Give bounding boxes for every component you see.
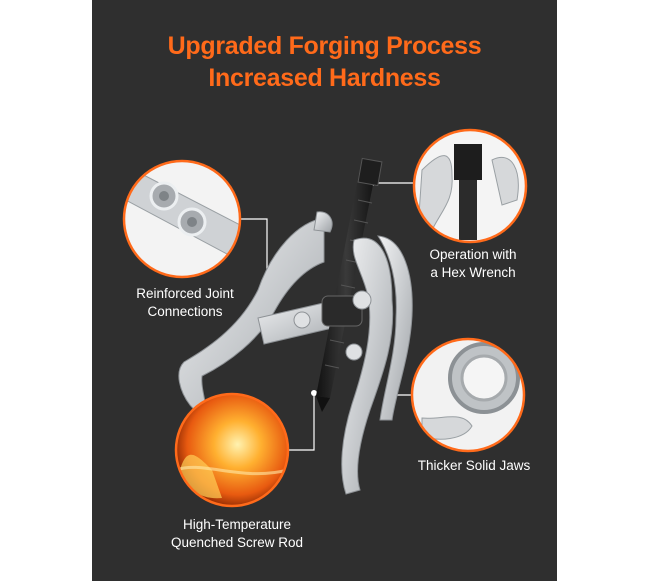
right-arm-back bbox=[377, 235, 413, 421]
hex-head bbox=[357, 157, 383, 187]
inset-hex-wrench bbox=[412, 128, 528, 244]
product-panel: Upgraded Forging Process Increased Hardn… bbox=[92, 0, 557, 581]
left-arm bbox=[178, 217, 325, 419]
callout-hex-wrench-line2: a Hex Wrench bbox=[430, 265, 516, 280]
headline-line-1: Upgraded Forging Process bbox=[167, 32, 482, 60]
callout-reinforced-joint: Reinforced Joint Connections bbox=[120, 285, 250, 321]
callout-screw-rod: High-Temperature Quenched Screw Rod bbox=[162, 516, 312, 552]
callout-solid-jaws-line1: Thicker Solid Jaws bbox=[417, 458, 531, 473]
gear-puller-illustration bbox=[122, 128, 528, 508]
right-arm-front bbox=[341, 237, 394, 495]
inset-solid-jaws bbox=[410, 337, 526, 453]
callout-reinforced-joint-line2: Connections bbox=[147, 304, 223, 319]
inset-reinforced-joint bbox=[122, 159, 242, 279]
callout-reinforced-joint-line1: Reinforced Joint bbox=[136, 286, 234, 301]
inset-quenched-rod bbox=[174, 392, 290, 508]
callout-hex-wrench-line1: Operation with bbox=[429, 247, 517, 262]
headline-line-2: Increased Hardness bbox=[208, 64, 441, 92]
callout-screw-rod-line2: Quenched Screw Rod bbox=[170, 535, 304, 550]
callout-hex-wrench: Operation with a Hex Wrench bbox=[408, 246, 538, 282]
callout-solid-jaws: Thicker Solid Jaws bbox=[402, 457, 546, 475]
callout-screw-rod-line1: High-Temperature bbox=[182, 517, 292, 532]
